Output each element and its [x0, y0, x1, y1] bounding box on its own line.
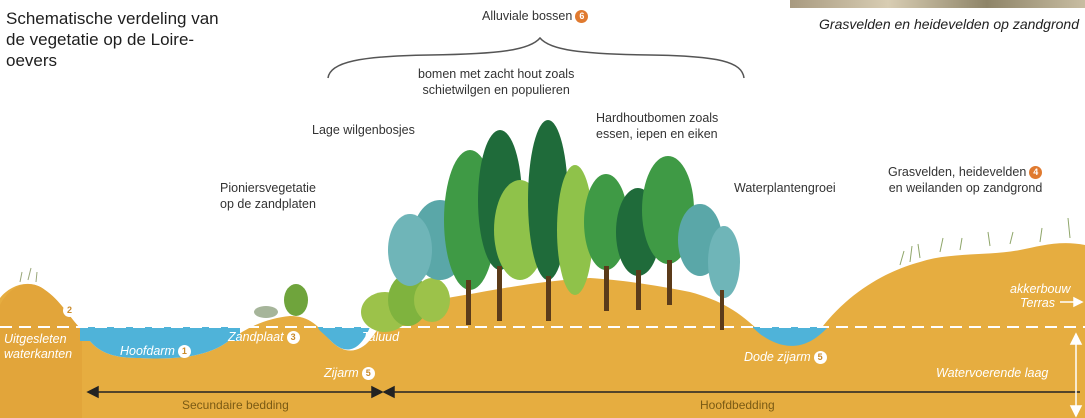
alluvial-forests-label: Alluviale bossen6 — [482, 8, 588, 24]
terrace-label: Terras — [1020, 296, 1055, 310]
water-main-surface — [80, 327, 240, 341]
dead-channel-label: Dode zijarm5 — [744, 350, 827, 364]
main-bedding-label: Hoofdbedding — [700, 398, 775, 412]
main-channel-label: Hoofdarm1 — [120, 344, 191, 358]
sandbank-label: Zandplaat3 — [228, 330, 300, 344]
secondary-bedding-label: Secundaire bedding — [182, 398, 289, 412]
low-willows-label: Lage wilgenbosjes — [312, 122, 415, 138]
soft-wood-label: bomen met zacht hout zoals schietwilgen … — [418, 66, 574, 98]
slope-label: Taluud — [362, 330, 399, 344]
sandbank-bushes — [254, 284, 308, 318]
diagram-title: Schematische verdeling van de vegetatie … — [6, 8, 236, 71]
aquatic-plants-label: Waterplantengroei — [734, 180, 836, 196]
side-channel-label: Zijarm5 — [324, 366, 375, 380]
aquifer-label: Watervoerende laag — [936, 366, 1048, 380]
worn-banks-number: 2 — [63, 304, 76, 317]
farming-label: akkerbouw — [1010, 282, 1070, 296]
left-bank-grass — [20, 268, 37, 282]
hard-wood-label: Hardhoutbomen zoals essen, iepen en eike… — [596, 110, 718, 142]
pioneer-vegetation-label: Pioniersvegetatie op de zandplaten — [220, 180, 316, 212]
photo-caption: Grasvelden en heidevelden op zandgrond — [819, 16, 1079, 32]
grasslands-label: Grasvelden, heidevelden4 en weilanden op… — [888, 164, 1042, 196]
worn-banks-label: Uitgesleten waterkanten — [4, 332, 72, 362]
